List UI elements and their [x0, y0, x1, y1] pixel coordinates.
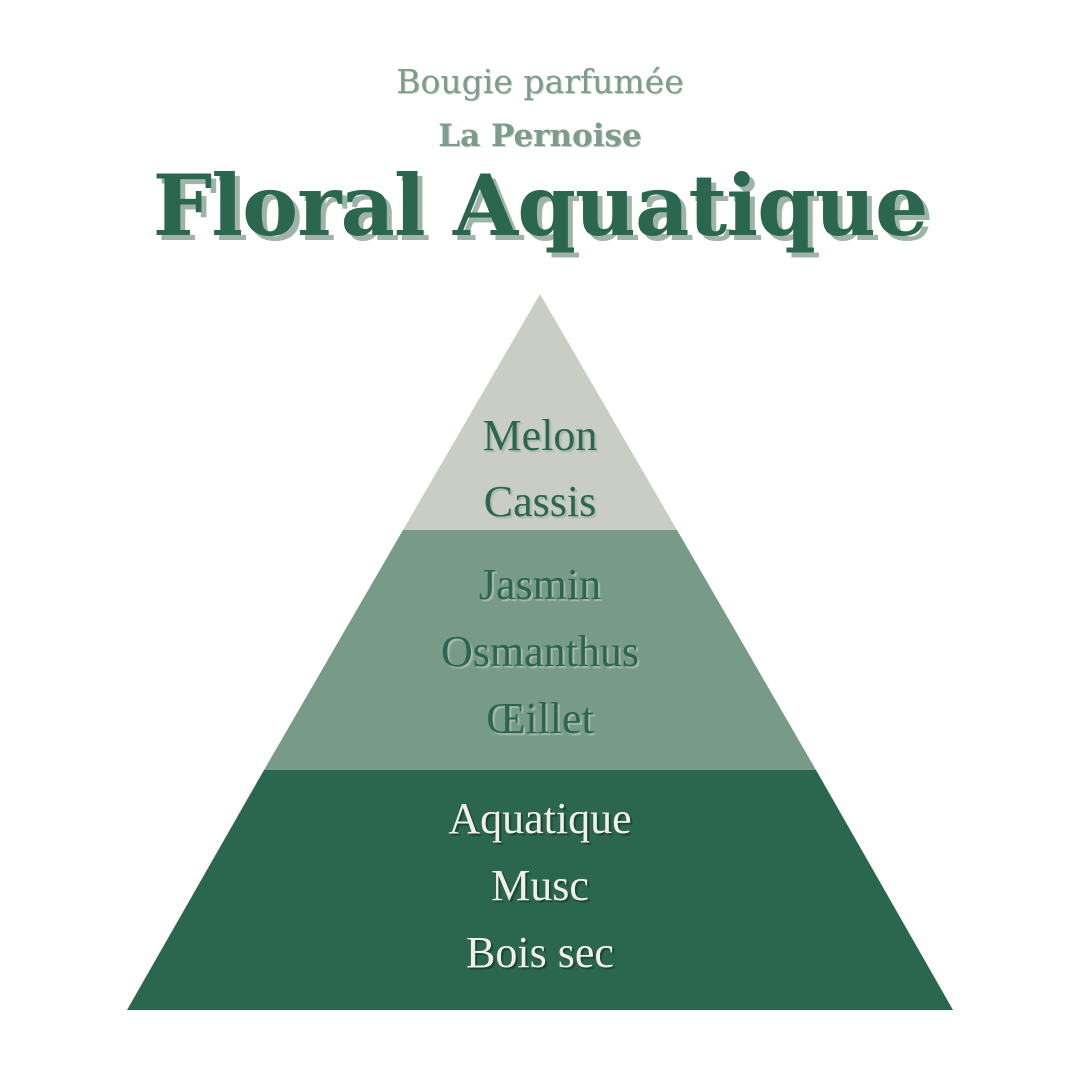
top-note: Melon: [482, 411, 598, 460]
top-notes-tier: [403, 294, 677, 530]
base-note: Aquatique: [448, 794, 632, 843]
base-note: Musc: [491, 861, 589, 910]
heart-note: Œillet: [486, 694, 594, 743]
base-notes-tier: [127, 770, 953, 1010]
fragrance-title: Floral Aquatique: [152, 156, 929, 255]
product-type-label: Bougie parfumée: [396, 62, 684, 101]
heart-note: Osmanthus: [441, 627, 639, 676]
brand-name: La Pernoise: [438, 118, 642, 154]
heart-notes-tier: [264, 530, 816, 770]
heart-note: Jasmin: [478, 560, 602, 609]
top-note: Cassis: [483, 477, 597, 526]
base-note: Bois sec: [466, 928, 614, 977]
